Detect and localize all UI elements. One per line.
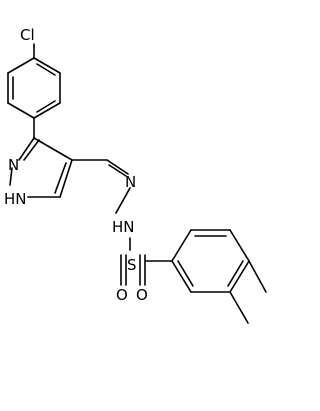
bond	[33, 102, 61, 119]
atom-label-nh-pyrazole: HN	[4, 190, 27, 208]
bond	[33, 57, 61, 74]
atom-label-nitrogen-pyrazole: N	[8, 156, 19, 174]
chlorophenyl-ring	[7, 43, 61, 119]
hydrazone-chain	[71, 159, 131, 251]
bond	[33, 137, 73, 161]
bond	[106, 159, 129, 175]
double-bond-inner	[177, 260, 194, 287]
bond	[9, 167, 13, 186]
atom-label-nh-sulfonamide: HN	[112, 218, 135, 236]
bond	[115, 187, 131, 214]
bond	[54, 162, 67, 194]
double-bond-inner	[36, 100, 56, 113]
methyl-bond	[248, 260, 267, 293]
bond	[7, 57, 35, 74]
atom-label-oxygen-left: O	[116, 286, 128, 304]
dimethylphenyl-ring	[171, 229, 267, 324]
bond	[18, 137, 35, 161]
double-bond	[108, 164, 127, 177]
bond	[229, 229, 250, 262]
atom-label-sulfur: S	[127, 256, 137, 274]
pyrazole-ring	[9, 117, 73, 198]
atom-label-oxygen-right: O	[136, 286, 148, 304]
methyl-bond	[229, 291, 249, 324]
sulfonyl-group	[120, 254, 173, 286]
chemical-structure-diagram: Cl N HN N HN S O O	[4, 26, 267, 324]
atom-label-chlorine: Cl	[20, 26, 35, 44]
bond	[23, 139, 40, 161]
bond	[229, 260, 250, 293]
bond	[171, 260, 192, 293]
bond	[171, 229, 192, 262]
atom-label-nitrogen-imine: N	[125, 173, 136, 191]
double-bond-inner	[227, 260, 244, 287]
bond	[59, 159, 73, 198]
double-bond-inner	[36, 63, 56, 76]
bond	[7, 102, 35, 119]
